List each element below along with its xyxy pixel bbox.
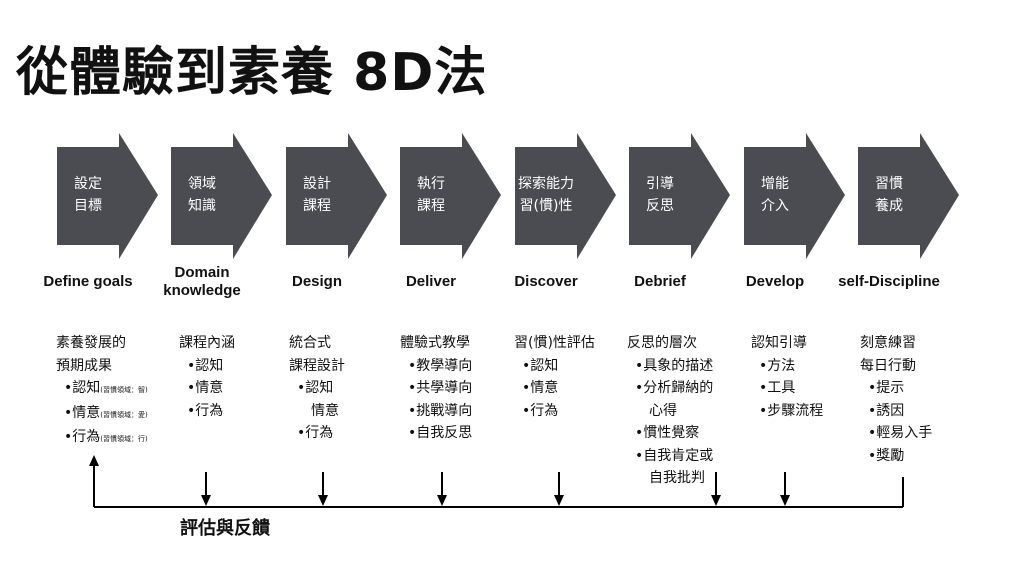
down-arrow-icon: [318, 472, 328, 506]
step-arrow: 引導反思: [629, 133, 731, 259]
down-arrow-icon: [711, 472, 721, 506]
detail-discipline: 刻意練習 每日行動 •提示 •誘因 •輕易入手 •獎勵: [860, 332, 932, 467]
step-label-zh: 設定目標: [74, 176, 102, 214]
step-arrow: 增能介入: [744, 133, 846, 259]
detail-deliver: 體驗式教學 •教學導向 •共學導向 •挑戰導向 •自我反思: [400, 332, 472, 445]
bullet: •自我肯定或: [635, 447, 714, 464]
chevron-arrow-icon: [515, 133, 616, 259]
detail-design: 統合式 課程設計 •認知 情意 •行為: [289, 332, 345, 445]
bullet: •情意: [64, 404, 101, 421]
detail-text: 體驗式教學: [400, 335, 470, 351]
step-arrow: 設計課程: [286, 133, 388, 259]
bullet: •誘因: [868, 402, 905, 419]
chevron-arrow-icon: [171, 133, 272, 259]
bullet: •步驟流程: [759, 402, 824, 419]
slide-title: 從體驗到素養 8D法: [16, 43, 488, 103]
bullet: •自我反思: [408, 425, 473, 441]
bullet: •慣性覺察: [635, 425, 700, 441]
step-arrow: 探索能力習(慣)性: [515, 133, 617, 259]
bullet: •獎勵: [868, 447, 905, 464]
bullet: •認知: [297, 380, 334, 396]
step-label-zh: 引導反思: [646, 176, 674, 214]
bullet: •情意: [522, 380, 559, 396]
step-label-en: Deliver: [405, 273, 457, 290]
step-label-zh: 設計課程: [303, 176, 331, 214]
bullet: •行為: [187, 402, 224, 419]
step-label-en: Debrief: [634, 273, 686, 290]
bullet: •行為: [64, 429, 101, 445]
detail-text: 統合式: [289, 335, 331, 351]
note: (習慣領域：愛): [100, 410, 148, 419]
step-label-en: self-Discipline: [838, 273, 940, 290]
chevron-arrow-icon: [744, 133, 845, 259]
chevron-arrow-icon: [629, 133, 730, 259]
detail-domain: 課程內涵 •認知 •情意 •行為: [179, 332, 235, 422]
down-arrow-icon: [554, 472, 564, 506]
detail-text: 反思的層次: [627, 335, 697, 351]
bullet: •認知: [64, 380, 101, 396]
chevron-arrow-icon: [858, 133, 959, 259]
detail-define: 素養發展的 預期成果 •認知(習慣領域：智) •情意(習慣領域：愛) •行為(習…: [56, 332, 148, 451]
step-label-en: Design: [291, 273, 342, 290]
chevron-arrow-icon: [57, 133, 158, 259]
bullet: •行為: [522, 402, 559, 419]
up-arrow-icon: [89, 455, 99, 507]
step-label-en: Discover: [514, 273, 578, 290]
down-arrow-icon: [780, 472, 790, 506]
bullet: •共學導向: [408, 380, 473, 396]
detail-discover: 習(慣)性評估 •認知 •情意 •行為: [514, 332, 595, 422]
detail-debrief: 反思的層次 •具象的描述 •分析歸納的 心得 •慣性覺察 •自我肯定或 自我批判: [627, 332, 713, 490]
chevron-arrow-icon: [286, 133, 387, 259]
step-label-zh: 習慣養成: [875, 176, 903, 214]
step-arrow: 設定目標: [57, 133, 159, 259]
note: (習慣領域：行): [100, 435, 148, 443]
detail-text: 預期成果: [56, 357, 112, 374]
step-label-en: Domain knowledge: [163, 264, 241, 299]
step-label-en: Define goals: [43, 273, 133, 290]
bullet: •認知: [522, 357, 559, 374]
bullet: •認知: [187, 357, 224, 374]
detail-text: 素養發展的: [56, 335, 126, 351]
step-label-zh: 增能介入: [761, 176, 789, 214]
step-label-en: Develop: [745, 273, 805, 290]
bullet: •方法: [759, 357, 796, 374]
bullet: •教學導向: [408, 357, 473, 374]
step-arrow: 執行課程: [400, 133, 502, 259]
note: (習慣領域：智): [100, 386, 148, 394]
chevron-arrow-icon: [400, 133, 501, 259]
detail-text: 課程設計: [289, 357, 345, 374]
step-arrow: 習慣養成: [858, 133, 960, 259]
bullet: •工具: [759, 380, 796, 396]
feedback-label: 評估與反饋: [180, 518, 270, 539]
detail-text: 習(慣)性評估: [514, 335, 595, 351]
down-arrow-icon: [437, 472, 447, 506]
bullet: •輕易入手: [868, 425, 933, 441]
bullet: •行為: [297, 425, 334, 441]
down-arrow-icon: [201, 472, 211, 506]
step-arrow: 領域知識: [171, 133, 273, 259]
bullet: •具象的描述: [635, 357, 714, 374]
step-label-zh: 領域知識: [188, 176, 216, 214]
detail-text: 刻意練習: [860, 335, 916, 351]
bullet: •提示: [868, 380, 905, 396]
bullet: 心得: [649, 402, 677, 419]
bullet: •挑戰導向: [408, 402, 473, 419]
bullet: •分析歸納的: [635, 380, 714, 396]
bullet: 自我批判: [649, 470, 705, 486]
detail-text: 每日行動: [860, 357, 916, 374]
detail-text: 認知引導: [751, 335, 807, 351]
step-label-zh: 執行課程: [417, 176, 445, 214]
bullet: 情意: [311, 402, 339, 419]
bullet: •情意: [187, 380, 224, 396]
step-label-zh: 探索能力習(慣)性: [518, 176, 574, 214]
detail-text: 課程內涵: [179, 335, 235, 351]
detail-develop: 認知引導 •方法 •工具 •步驟流程: [751, 332, 823, 422]
